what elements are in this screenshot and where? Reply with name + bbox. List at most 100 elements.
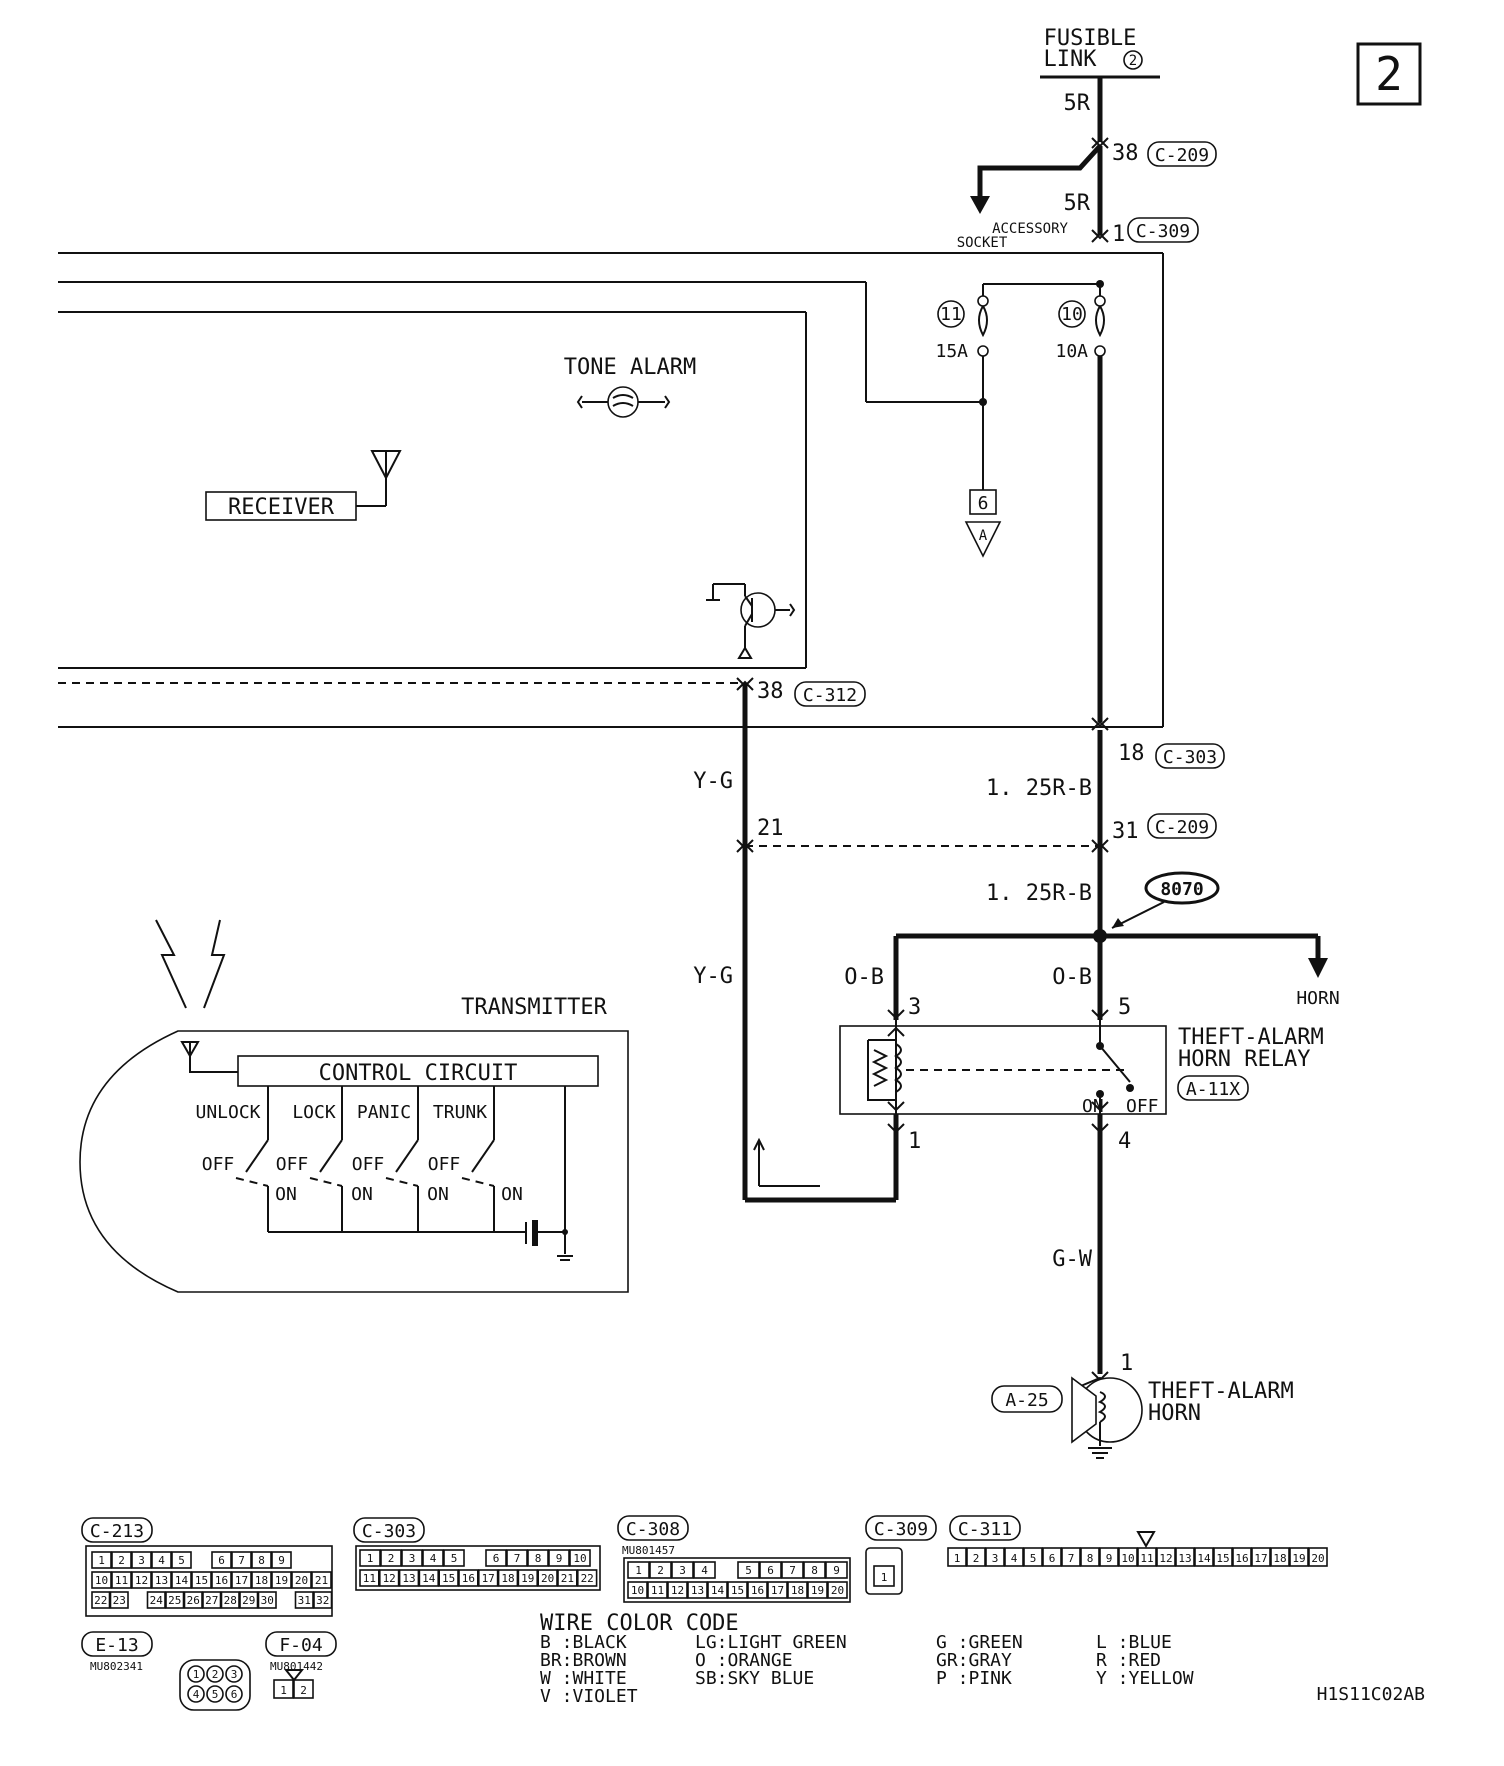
svg-text:20: 20 <box>1311 1552 1324 1565</box>
svg-text:1: 1 <box>280 1684 287 1697</box>
yg-wire: 38 C-312 Y-G 21 Y-G <box>693 677 1100 1203</box>
c213-pin: 29 <box>239 1591 259 1609</box>
horn-name-2: HORN <box>1148 1401 1201 1426</box>
svg-text:13: 13 <box>691 1584 704 1597</box>
e13-pin: 3 <box>225 1665 243 1683</box>
legend-entry: R :RED <box>1096 1650 1161 1671</box>
c311-pin: 16 <box>1232 1547 1252 1567</box>
c308-part: MU801457 <box>622 1544 675 1557</box>
connector-c312: C-312 <box>794 681 866 707</box>
c213-pin: 14 <box>171 1571 192 1589</box>
c308-pin: 17 <box>767 1581 788 1599</box>
svg-text:1: 1 <box>954 1552 961 1565</box>
c303-pin: 18 <box>497 1569 519 1587</box>
legend-entry: V :VIOLET <box>540 1686 638 1707</box>
svg-text:3: 3 <box>231 1668 238 1681</box>
main-line-connectors: 18 C-303 1. 25R-B 31 C-209 1. 25R-B <box>986 730 1225 940</box>
svg-text:1: 1 <box>98 1554 105 1567</box>
svg-text:17: 17 <box>771 1584 784 1597</box>
c311-pin: 8 <box>1080 1547 1100 1567</box>
svg-text:20: 20 <box>831 1584 844 1597</box>
c308-pin: 12 <box>667 1581 688 1599</box>
c303-pin: 15 <box>438 1569 459 1587</box>
connector-a25: A-25 <box>991 1385 1063 1413</box>
svg-text:17: 17 <box>482 1572 495 1585</box>
c303-pin: 13 <box>398 1569 420 1587</box>
c303-pin: 12 <box>378 1569 400 1587</box>
svg-text:3: 3 <box>409 1552 416 1565</box>
trunk-off: OFF <box>428 1154 461 1175</box>
horn-pin-1: 1 <box>1120 1351 1133 1376</box>
svg-text:18: 18 <box>501 1572 514 1585</box>
fusible-link-label-2: LINK <box>1044 47 1098 72</box>
legend-entry: SB:SKY BLUE <box>695 1668 814 1689</box>
fusible-link-label: FUSIBLE <box>1044 26 1137 51</box>
c308-pin: 10 <box>627 1581 648 1599</box>
c303-pin: 4 <box>422 1549 444 1567</box>
c213-pin: 21 <box>311 1571 332 1589</box>
c213-pin: 15 <box>191 1571 212 1589</box>
ground-icon <box>1088 1447 1112 1459</box>
svg-text:19: 19 <box>275 1574 288 1587</box>
wire-ob-right: O-B <box>1052 965 1092 990</box>
svg-text:7: 7 <box>1068 1552 1075 1565</box>
fuse-10-amp: 10A <box>1055 341 1088 362</box>
connector-c303: C-303 <box>1155 743 1225 769</box>
svg-text:19: 19 <box>811 1584 824 1597</box>
svg-text:16: 16 <box>751 1584 764 1597</box>
svg-text:7: 7 <box>514 1552 521 1565</box>
svg-text:14: 14 <box>1197 1552 1211 1565</box>
c311-pin: 5 <box>1023 1547 1043 1567</box>
svg-text:18: 18 <box>255 1574 268 1587</box>
svg-text:C-309: C-309 <box>874 1519 928 1540</box>
fuse-11-number: 11 <box>940 304 962 325</box>
relay-on-label: ON <box>1082 1096 1104 1117</box>
legend-entry: LG:LIGHT GREEN <box>695 1632 847 1653</box>
legend-entry: Y :YELLOW <box>1096 1668 1194 1689</box>
svg-text:C-309: C-309 <box>1136 221 1190 242</box>
svg-text:22: 22 <box>94 1594 107 1607</box>
c311-pin: 6 <box>1042 1547 1062 1567</box>
c303-pin: 10 <box>569 1549 591 1567</box>
relay-pin-3: 3 <box>908 995 921 1020</box>
svg-text:9: 9 <box>1106 1552 1113 1565</box>
c303-pin: 5 <box>443 1549 465 1567</box>
svg-text:6: 6 <box>767 1564 774 1577</box>
wire-gw: G-W <box>1052 1247 1092 1272</box>
panic-on: ON <box>427 1184 449 1205</box>
button-trunk: TRUNK <box>433 1102 487 1123</box>
svg-text:1: 1 <box>635 1564 642 1577</box>
pin-38-c209: 38 <box>1112 141 1139 166</box>
c311-pin: 13 <box>1175 1547 1195 1567</box>
c303-pin: 22 <box>576 1569 598 1587</box>
svg-text:F-04: F-04 <box>279 1635 322 1656</box>
page-number: 2 <box>1375 47 1403 101</box>
c311-pin: 10 <box>1118 1547 1138 1567</box>
lock-on: ON <box>351 1184 373 1205</box>
svg-text:2: 2 <box>973 1552 980 1565</box>
c213-pin: 7 <box>231 1551 252 1569</box>
c213-pin: 1 <box>91 1551 112 1569</box>
svg-text:13: 13 <box>402 1572 415 1585</box>
svg-text:C-213: C-213 <box>90 1521 144 1542</box>
pin-21: 21 <box>757 816 784 841</box>
c213-pin: 10 <box>91 1571 112 1589</box>
svg-text:19: 19 <box>1292 1552 1305 1565</box>
c311-pin: 11 <box>1137 1547 1157 1567</box>
svg-text:4: 4 <box>158 1554 165 1567</box>
c213-pin: 6 <box>211 1551 232 1569</box>
c213-pin: 20 <box>291 1571 312 1589</box>
svg-text:4: 4 <box>701 1564 708 1577</box>
box-6: 6 <box>978 493 989 514</box>
c303-pin: 7 <box>506 1549 528 1567</box>
svg-text:2: 2 <box>118 1554 125 1567</box>
svg-text:6: 6 <box>218 1554 225 1567</box>
c213-pin: 30 <box>257 1591 277 1609</box>
